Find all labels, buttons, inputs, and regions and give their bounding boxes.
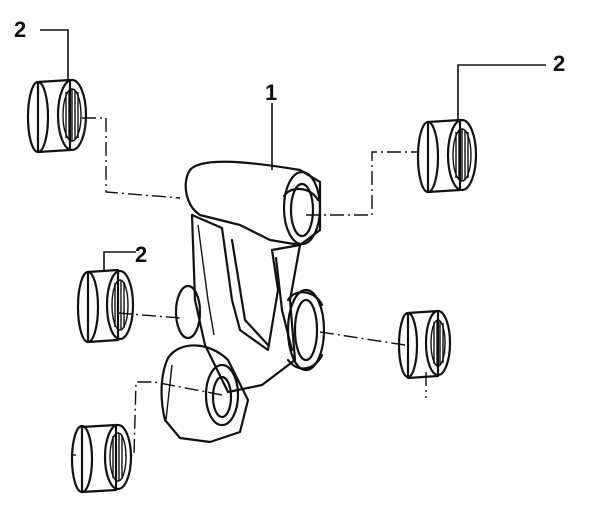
callout-2-top-left: 2 [14, 17, 26, 42]
rocker-arm-part [160, 160, 326, 444]
leader-lines [40, 29, 546, 272]
bearing-mid-left [76, 268, 135, 344]
bearing-top-left [26, 78, 88, 154]
callout-2-top-right: 2 [553, 51, 565, 76]
bearing-top-right [416, 118, 478, 194]
bearing-mid-right [397, 309, 452, 380]
callout-1: 1 [265, 80, 277, 105]
callout-2-mid-left: 2 [135, 242, 147, 267]
bearing-bottom-left [70, 423, 133, 494]
